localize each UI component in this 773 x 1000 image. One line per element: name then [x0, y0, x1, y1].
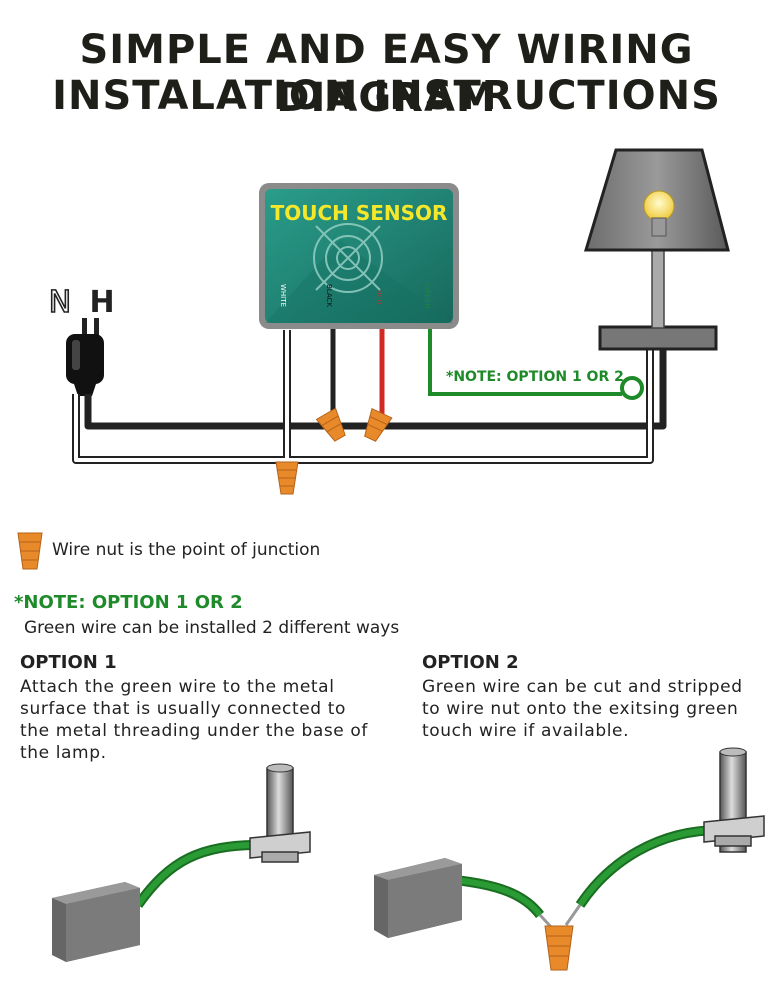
- option2-body: Green wire can be cut and stripped to wi…: [422, 677, 743, 741]
- wire-nut-icon: [544, 925, 574, 971]
- wire-nut-icon: [17, 532, 43, 570]
- white-wire-neutral: [72, 330, 654, 464]
- sensor-box-icon: [374, 858, 462, 938]
- page-title-line-1: SIMPLE AND EASY WIRING DIAGRAM: [79, 27, 694, 121]
- light-bulb-icon: [643, 190, 675, 237]
- touch-target-icon: [313, 223, 383, 293]
- lamp: [583, 148, 730, 351]
- sensor-box-icon: [52, 882, 140, 962]
- touch-sensor-box: [259, 183, 459, 329]
- wire-label-red: RED: [375, 290, 383, 305]
- note-text: Green wire can be installed 2 different …: [24, 618, 400, 638]
- plug: [66, 318, 104, 396]
- diagram-note: *NOTE: OPTION 1 OR 2: [446, 369, 624, 385]
- page-title-line-2: INSTALATION INSTRUCTIONS: [52, 73, 721, 119]
- wire-label-black: BLACK: [325, 284, 333, 307]
- wire-nut-black-junction: [315, 407, 346, 442]
- threaded-pipe-icon: [249, 763, 311, 863]
- hot-label: H: [89, 285, 114, 320]
- option2-heading: OPTION 2: [422, 652, 519, 673]
- green-wire: [428, 328, 644, 400]
- option1-heading: OPTION 1: [20, 652, 117, 673]
- wire-label-white: WHITE: [279, 284, 287, 307]
- wire-label-green: GREEN: [423, 284, 431, 308]
- option1-body: Attach the green wire to the metal surfa…: [20, 677, 368, 763]
- note-title: *NOTE: OPTION 1 OR 2: [14, 592, 243, 613]
- sensor-label: TOUCH SENSOR: [271, 201, 448, 225]
- legend-text: Wire nut is the point of junction: [52, 540, 321, 560]
- wire-nut-white-junction: [275, 461, 299, 495]
- wire-nut-red-junction: [364, 407, 393, 442]
- threaded-pipe-icon: [703, 747, 765, 853]
- option1-illustration: [52, 763, 311, 962]
- option2-illustration: [374, 747, 765, 971]
- neutral-label: N: [49, 285, 71, 320]
